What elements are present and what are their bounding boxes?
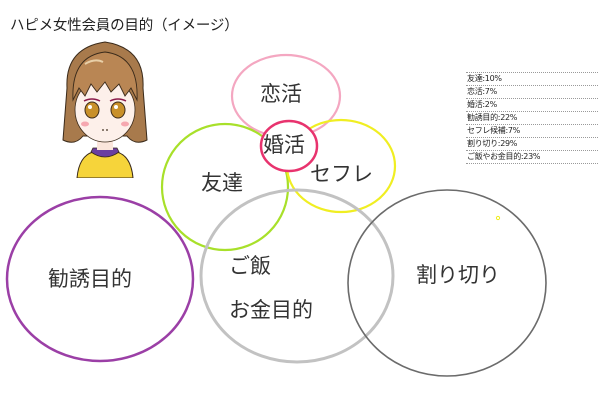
legend-item: 恋活:7%: [466, 86, 598, 99]
legend-item: ご飯やお金目的:23%: [466, 151, 598, 164]
legend-item: 勧誘目的:22%: [466, 112, 598, 125]
percentage-legend: 友達:10% 恋活:7% 婚活:2% 勧誘目的:22% セフレ候補:7% 割り切…: [466, 72, 598, 164]
label-renkatsu: 恋活: [260, 82, 302, 106]
legend-item: 友達:10%: [466, 72, 598, 86]
page-title: ハピメ女性会員の目的（イメージ）: [10, 18, 239, 34]
yellow-dot: [495, 215, 501, 221]
circle-kanyu: [5, 195, 195, 363]
legend-item: 婚活:2%: [466, 99, 598, 112]
label-tomodachi: 友達: [201, 171, 243, 195]
label-kanyu: 勧誘目的: [48, 267, 132, 291]
circle-warikiri: [347, 189, 547, 377]
legend-item: 割り切り:29%: [466, 138, 598, 151]
circle-tomodachi: [160, 122, 290, 252]
label-okane: お金目的: [229, 298, 313, 322]
label-gohan: ご飯: [229, 254, 271, 278]
girl-avatar-illustration: [62, 41, 148, 178]
label-konkatsu: 婚活: [263, 133, 305, 157]
circle-konkatsu: [259, 119, 319, 173]
label-sefure: セフレ: [310, 162, 373, 186]
circle-gohan: [199, 188, 395, 364]
legend-item: セフレ候補:7%: [466, 125, 598, 138]
label-warikiri: 割り切り: [416, 263, 500, 287]
